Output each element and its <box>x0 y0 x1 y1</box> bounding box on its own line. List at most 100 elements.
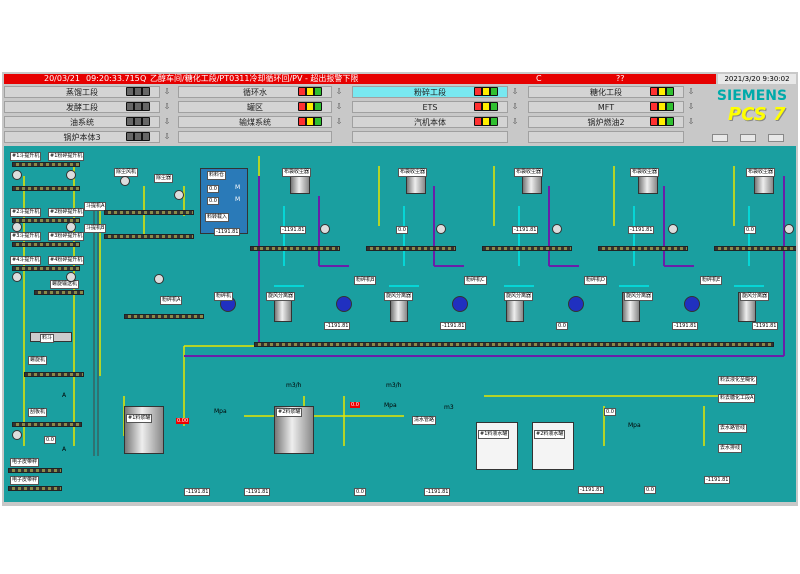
drill-arrow-icon[interactable]: ⇩ <box>335 87 343 96</box>
nav-button-2-3[interactable]: 锅炉燃油2 <box>528 116 684 128</box>
feeder-motor-5[interactable] <box>784 224 794 234</box>
conveyor-2[interactable] <box>12 186 80 191</box>
nav-button-1-0[interactable]: 发酵工段 <box>4 101 160 113</box>
motor-6[interactable] <box>66 272 76 282</box>
drill-arrow-icon[interactable]: ⇩ <box>335 102 343 111</box>
feed-conveyor-4[interactable] <box>598 246 688 251</box>
nav-button-2-2[interactable]: 汽机本体 <box>352 116 508 128</box>
mill-motor-2[interactable] <box>336 296 352 312</box>
conveyor-8[interactable] <box>12 422 82 427</box>
motor-2[interactable] <box>66 170 76 180</box>
conveyor-1[interactable] <box>12 162 80 167</box>
belt-1[interactable] <box>8 468 62 473</box>
readout-8[interactable]: 0.0 <box>556 322 568 330</box>
nav-button-1-1[interactable]: 罐区 <box>178 101 332 113</box>
window-button-2[interactable] <box>740 134 756 142</box>
nav-button-2-1[interactable]: 输煤系统 <box>178 116 332 128</box>
conveyor-10[interactable] <box>104 234 194 239</box>
label-mill-c: 粉碎机C <box>464 276 487 285</box>
drill-arrow-icon[interactable]: ⇩ <box>687 102 695 111</box>
nav-empty-3-3 <box>528 131 684 143</box>
nav-button-0-2[interactable]: 粉碎工段 <box>352 86 508 98</box>
drill-arrow-icon[interactable]: ⇩ <box>511 117 519 126</box>
label-scrape-a: 斗提机A <box>84 202 107 211</box>
window-button-3[interactable] <box>768 134 784 142</box>
nav-button-1-3[interactable]: MFT <box>528 101 684 113</box>
motor-4[interactable] <box>66 222 76 232</box>
nav-button-0-1[interactable]: 循环水 <box>178 86 332 98</box>
motor-1[interactable] <box>12 170 22 180</box>
readout-17[interactable]: 0.0 <box>644 486 656 494</box>
readout-12[interactable]: -1191.81 <box>184 488 211 496</box>
readout-14[interactable]: 0.0 <box>354 488 366 496</box>
conveyor-7[interactable] <box>24 372 84 377</box>
motor-5[interactable] <box>12 272 22 282</box>
readout-3[interactable]: -1191.81 <box>512 226 539 234</box>
feed-conveyor-1[interactable] <box>250 246 340 251</box>
mill-motor-3[interactable] <box>452 296 468 312</box>
readout-7[interactable]: -1191.81 <box>440 322 467 330</box>
nav-button-0-0[interactable]: 蒸馏工段 <box>4 86 160 98</box>
drill-arrow-icon[interactable]: ⇩ <box>511 87 519 96</box>
conveyor-6[interactable] <box>34 290 84 295</box>
nav-button-0-3[interactable]: 糖化工段 <box>528 86 684 98</box>
conveyor-11[interactable] <box>124 314 204 319</box>
conveyor-4[interactable] <box>12 242 80 247</box>
readout-4[interactable]: -1191.81 <box>628 226 655 234</box>
readout-1[interactable]: -1191.81 <box>280 226 307 234</box>
unit-mpa-3: Mpa <box>628 422 641 429</box>
feed-conveyor-5[interactable] <box>714 246 796 251</box>
drill-arrow-icon[interactable]: ⇩ <box>163 117 171 126</box>
drill-arrow-icon[interactable]: ⇩ <box>511 102 519 111</box>
nav-button-1-2[interactable]: ETS <box>352 101 508 113</box>
readout-10[interactable]: -1191.81 <box>752 322 779 330</box>
mill-motor-5[interactable] <box>684 296 700 312</box>
mill-motor-4[interactable] <box>568 296 584 312</box>
motor-3[interactable] <box>12 222 22 232</box>
status-led-2-3 <box>650 117 674 126</box>
feed-conveyor-3[interactable] <box>482 246 572 251</box>
feeder-motor-3[interactable] <box>552 224 562 234</box>
readout-5[interactable]: 0.0 <box>744 226 756 234</box>
conveyor-3[interactable] <box>12 218 80 223</box>
nav-button-2-0[interactable]: 油系统 <box>4 116 160 128</box>
drill-arrow-icon[interactable]: ⇩ <box>163 102 171 111</box>
label-scr: 螺旋机 <box>28 356 48 365</box>
drill-arrow-icon[interactable]: ⇩ <box>335 117 343 126</box>
conveyor-9[interactable] <box>104 210 194 215</box>
readout-15[interactable]: -1191.81 <box>424 488 451 496</box>
readout-16[interactable]: -1191.81 <box>578 486 605 494</box>
belt-2[interactable] <box>8 486 62 491</box>
readout-13[interactable]: -1191.81 <box>244 488 271 496</box>
feeder-motor-4[interactable] <box>668 224 678 234</box>
feeder-motor-1[interactable] <box>320 224 330 234</box>
feeder-motor-2[interactable] <box>436 224 446 234</box>
drill-arrow-icon[interactable]: ⇩ <box>687 87 695 96</box>
window-button-1[interactable] <box>712 134 728 142</box>
readout-9[interactable]: -1191.81 <box>672 322 699 330</box>
readout-11[interactable]: 0.0 <box>44 436 56 444</box>
motor-7[interactable] <box>12 430 22 440</box>
conveyor-main[interactable] <box>254 342 774 347</box>
motor-10[interactable] <box>154 274 164 284</box>
readout-2[interactable]: 0.0 <box>396 226 408 234</box>
motor-8[interactable] <box>174 190 184 200</box>
status-led-2-2 <box>474 117 498 126</box>
brand-logo: SIEMENS PCS 7 <box>708 86 796 130</box>
readout-19[interactable]: -1191.81 <box>214 228 241 236</box>
motor-9[interactable] <box>120 176 130 186</box>
label-filter: 除尘器 <box>154 174 174 183</box>
drill-arrow-icon[interactable]: ⇩ <box>687 117 695 126</box>
readout-18[interactable]: -1191.81 <box>704 476 731 484</box>
feed-conveyor-2[interactable] <box>366 246 456 251</box>
nav-button-3-0[interactable]: 锅炉本体3 <box>4 131 160 143</box>
conveyor-5[interactable] <box>12 266 80 271</box>
alarm-extra: ?? <box>616 74 625 83</box>
readout-6[interactable]: -1191.81 <box>324 322 351 330</box>
readout-20[interactable]: 0.0 <box>604 408 616 416</box>
unit-a-1: A <box>62 392 67 399</box>
alarm-bar[interactable]: 20/03/21 09:20:33.715 Q 乙醇车间/糖化工段/PT0311… <box>4 74 716 84</box>
drill-arrow-icon[interactable]: ⇩ <box>163 87 171 96</box>
drill-arrow-icon[interactable]: ⇩ <box>163 132 171 141</box>
label-top-4: 布袋收尘器 <box>630 168 660 177</box>
